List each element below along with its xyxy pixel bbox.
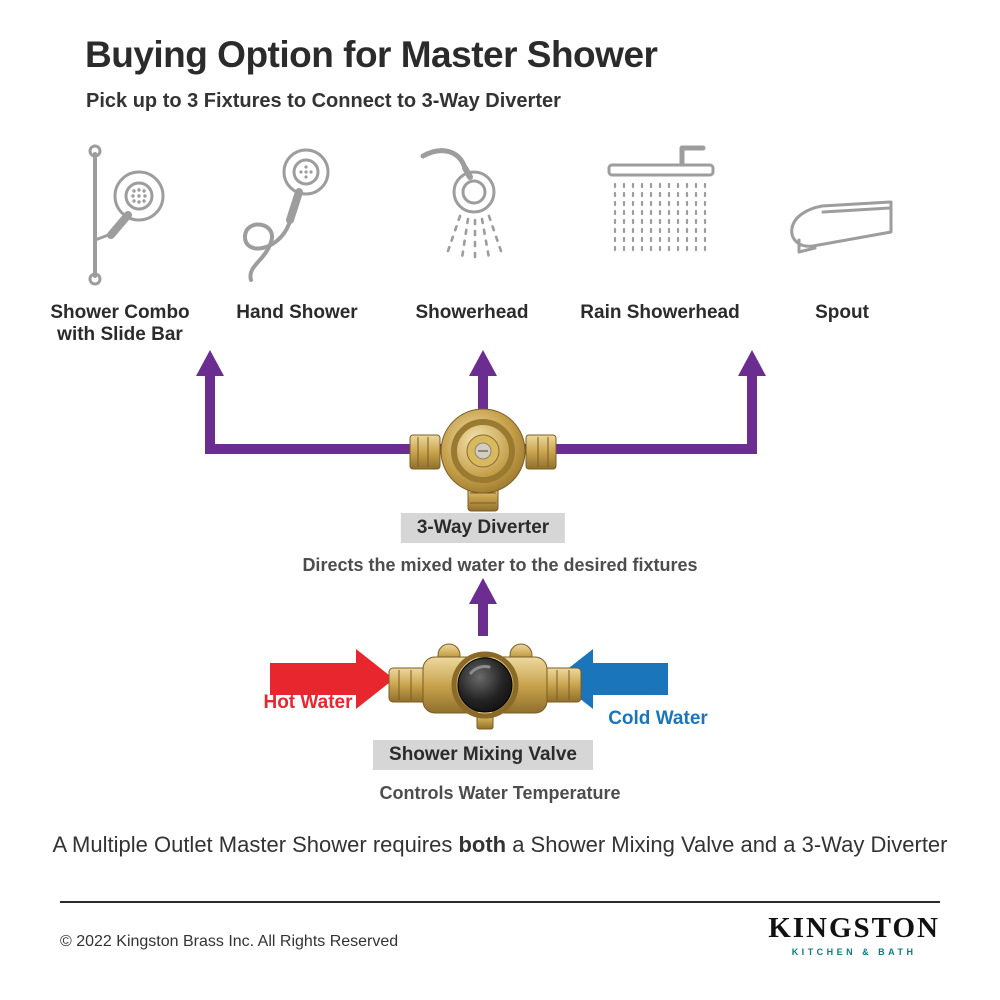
fixture-rain-showerhead: Rain Showerhead	[570, 140, 750, 324]
fixture-shower-combo: Shower Combo with Slide Bar	[30, 140, 210, 347]
fixtures-row: Shower Combo with Slide Bar Hand Shower	[0, 140, 1000, 360]
mixing-valve-label: Shower Mixing Valve	[373, 740, 593, 770]
copyright-text: © 2022 Kingston Brass Inc. All Rights Re…	[60, 933, 399, 950]
spout-icon	[752, 140, 932, 290]
hot-water-label: Hot Water	[263, 692, 353, 713]
fixture-hand-shower: Hand Shower	[207, 140, 387, 324]
brand-name: KINGSTON	[768, 912, 940, 944]
kingston-brand-logo: KINGSTON KITCHEN & BATH	[768, 912, 940, 957]
footer-divider	[60, 901, 940, 903]
fixture-label: Spout	[815, 302, 869, 323]
fixture-spout: Spout	[752, 140, 932, 324]
diverter-description: Directs the mixed water to the desired f…	[302, 555, 698, 575]
brand-subtitle: KITCHEN & BATH	[791, 947, 917, 957]
shower-mixing-valve	[385, 627, 585, 742]
mixing-valve-description: Controls Water Temperature	[379, 783, 621, 803]
page-title: Buying Option for Master Shower	[85, 34, 658, 75]
fixture-label: Rain Showerhead	[580, 302, 740, 323]
note-bold: both	[458, 832, 507, 857]
note-suffix: a Shower Mixing Valve and a 3-Way Divert…	[506, 832, 948, 857]
fixture-showerhead: Showerhead	[382, 140, 562, 324]
page-subtitle: Pick up to 3 Fixtures to Connect to 3-Wa…	[86, 90, 561, 112]
three-way-diverter-valve	[408, 393, 558, 523]
rain-showerhead-icon	[570, 140, 750, 290]
showerhead-icon	[382, 140, 562, 290]
requirement-note: A Multiple Outlet Master Shower requires…	[0, 832, 1000, 858]
cold-water-label: Cold Water	[608, 708, 708, 729]
hand-shower-icon	[207, 140, 387, 290]
fixture-label: Showerhead	[415, 302, 529, 323]
fixture-label: Hand Shower	[236, 302, 358, 323]
fixture-label: Shower Combo with Slide Bar	[50, 302, 190, 346]
note-prefix: A Multiple Outlet Master Shower requires	[52, 832, 459, 857]
shower-combo-slide-bar-icon	[30, 140, 210, 290]
diverter-label: 3-Way Diverter	[400, 513, 566, 543]
